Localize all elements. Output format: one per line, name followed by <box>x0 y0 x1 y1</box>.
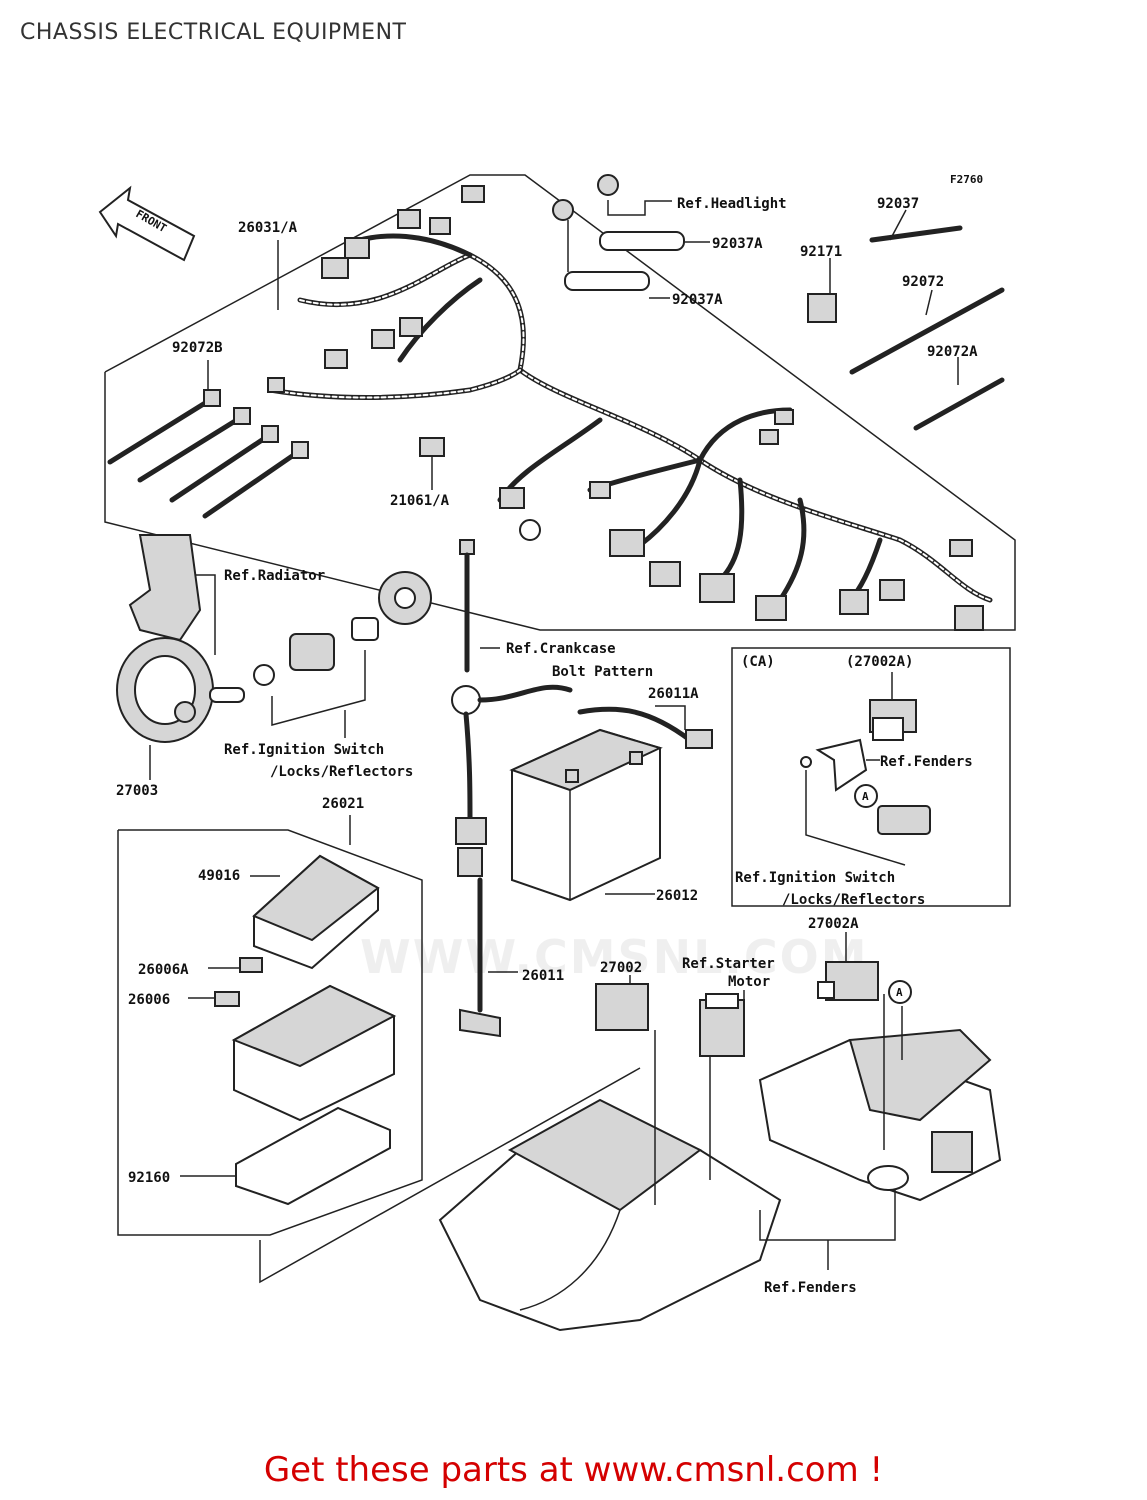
label-26011: 26011 <box>522 968 564 984</box>
label-bolt-pattern: Bolt Pattern <box>552 664 653 680</box>
label-92037a-1: 92037A <box>712 236 763 252</box>
label-92072a: 92072A <box>927 344 978 360</box>
label-92037: 92037 <box>877 196 919 212</box>
label-ref-starter: Ref.Starter <box>682 956 775 972</box>
page-title: CHASSIS ELECTRICAL EQUIPMENT <box>20 20 407 45</box>
label-21061a: 21061/A <box>390 493 450 509</box>
figure-code: F2760 <box>950 173 983 186</box>
label-92037a-2: 92037A <box>672 292 723 308</box>
ca-section-box <box>731 647 1011 907</box>
label-92160: 92160 <box>128 1170 170 1186</box>
callout-a-ca <box>854 784 878 808</box>
label-27003: 27003 <box>116 783 158 799</box>
label-26011a: 26011A <box>648 686 699 702</box>
relays <box>595 932 879 1057</box>
label-26006: 26006 <box>128 992 170 1008</box>
label-ref-headlight: Ref.Headlight <box>677 196 787 212</box>
label-ca: (CA) <box>741 654 775 670</box>
label-27002: 27002 <box>600 960 642 976</box>
label-26006a: 26006A <box>138 962 189 978</box>
label-ref-fenders-1: Ref.Fenders <box>880 754 973 770</box>
watermark: WWW.CMSNL.COM <box>360 930 869 984</box>
right-small-parts <box>807 209 1005 431</box>
horn-assembly <box>116 534 432 780</box>
label-27002a: 27002A <box>808 916 859 932</box>
label-92072: 92072 <box>902 274 944 290</box>
label-ref-ignition-2a: Ref.Ignition Switch <box>735 870 895 886</box>
headlight-clamps <box>552 174 710 299</box>
label-92072b: 92072B <box>172 340 223 356</box>
rear-fender-assembly: A <box>758 980 1002 1270</box>
front-arrow-icon: FRONT <box>98 185 196 262</box>
label-26012: 26012 <box>656 888 698 904</box>
battery <box>509 728 663 902</box>
battery-band <box>457 847 518 1038</box>
ca-parts: A <box>800 672 931 866</box>
label-ref-crankcase: Ref.Crankcase <box>506 641 616 657</box>
fusebox-group-outline <box>117 829 423 1236</box>
label-ref-ignition-1b: /Locks/Reflectors <box>270 764 413 780</box>
callout-a-fender <box>888 980 912 1004</box>
parts-diagram: F2760 FRONT <box>98 173 1016 1332</box>
battery-cable-assembly <box>451 539 713 845</box>
label-ref-ignition-2b: /Locks/Reflectors <box>782 892 925 908</box>
label-92171: 92171 <box>800 244 842 260</box>
harness-connectors <box>267 185 984 631</box>
label-27002a-paren: (27002A) <box>846 654 913 670</box>
label-ref-ignition-1a: Ref.Ignition Switch <box>224 742 384 758</box>
label-49016: 49016 <box>198 868 240 884</box>
label-26031a: 26031/A <box>238 220 298 236</box>
label-26021: 26021 <box>322 796 364 812</box>
callout-a-fender-label: A <box>896 986 903 999</box>
footer-banner[interactable]: Get these parts at www.cmsnl.com ! <box>263 1450 884 1490</box>
fuse-box-assembly <box>180 854 397 1206</box>
label-ref-radiator: Ref.Radiator <box>224 568 325 584</box>
callout-a-ca-label: A <box>862 790 869 803</box>
label-motor: Motor <box>728 974 770 990</box>
battery-case <box>438 1030 782 1332</box>
harness-group-outline <box>104 174 1016 631</box>
label-ref-fenders-2: Ref.Fenders <box>764 1280 857 1296</box>
cable-ties-92072b <box>107 389 309 519</box>
